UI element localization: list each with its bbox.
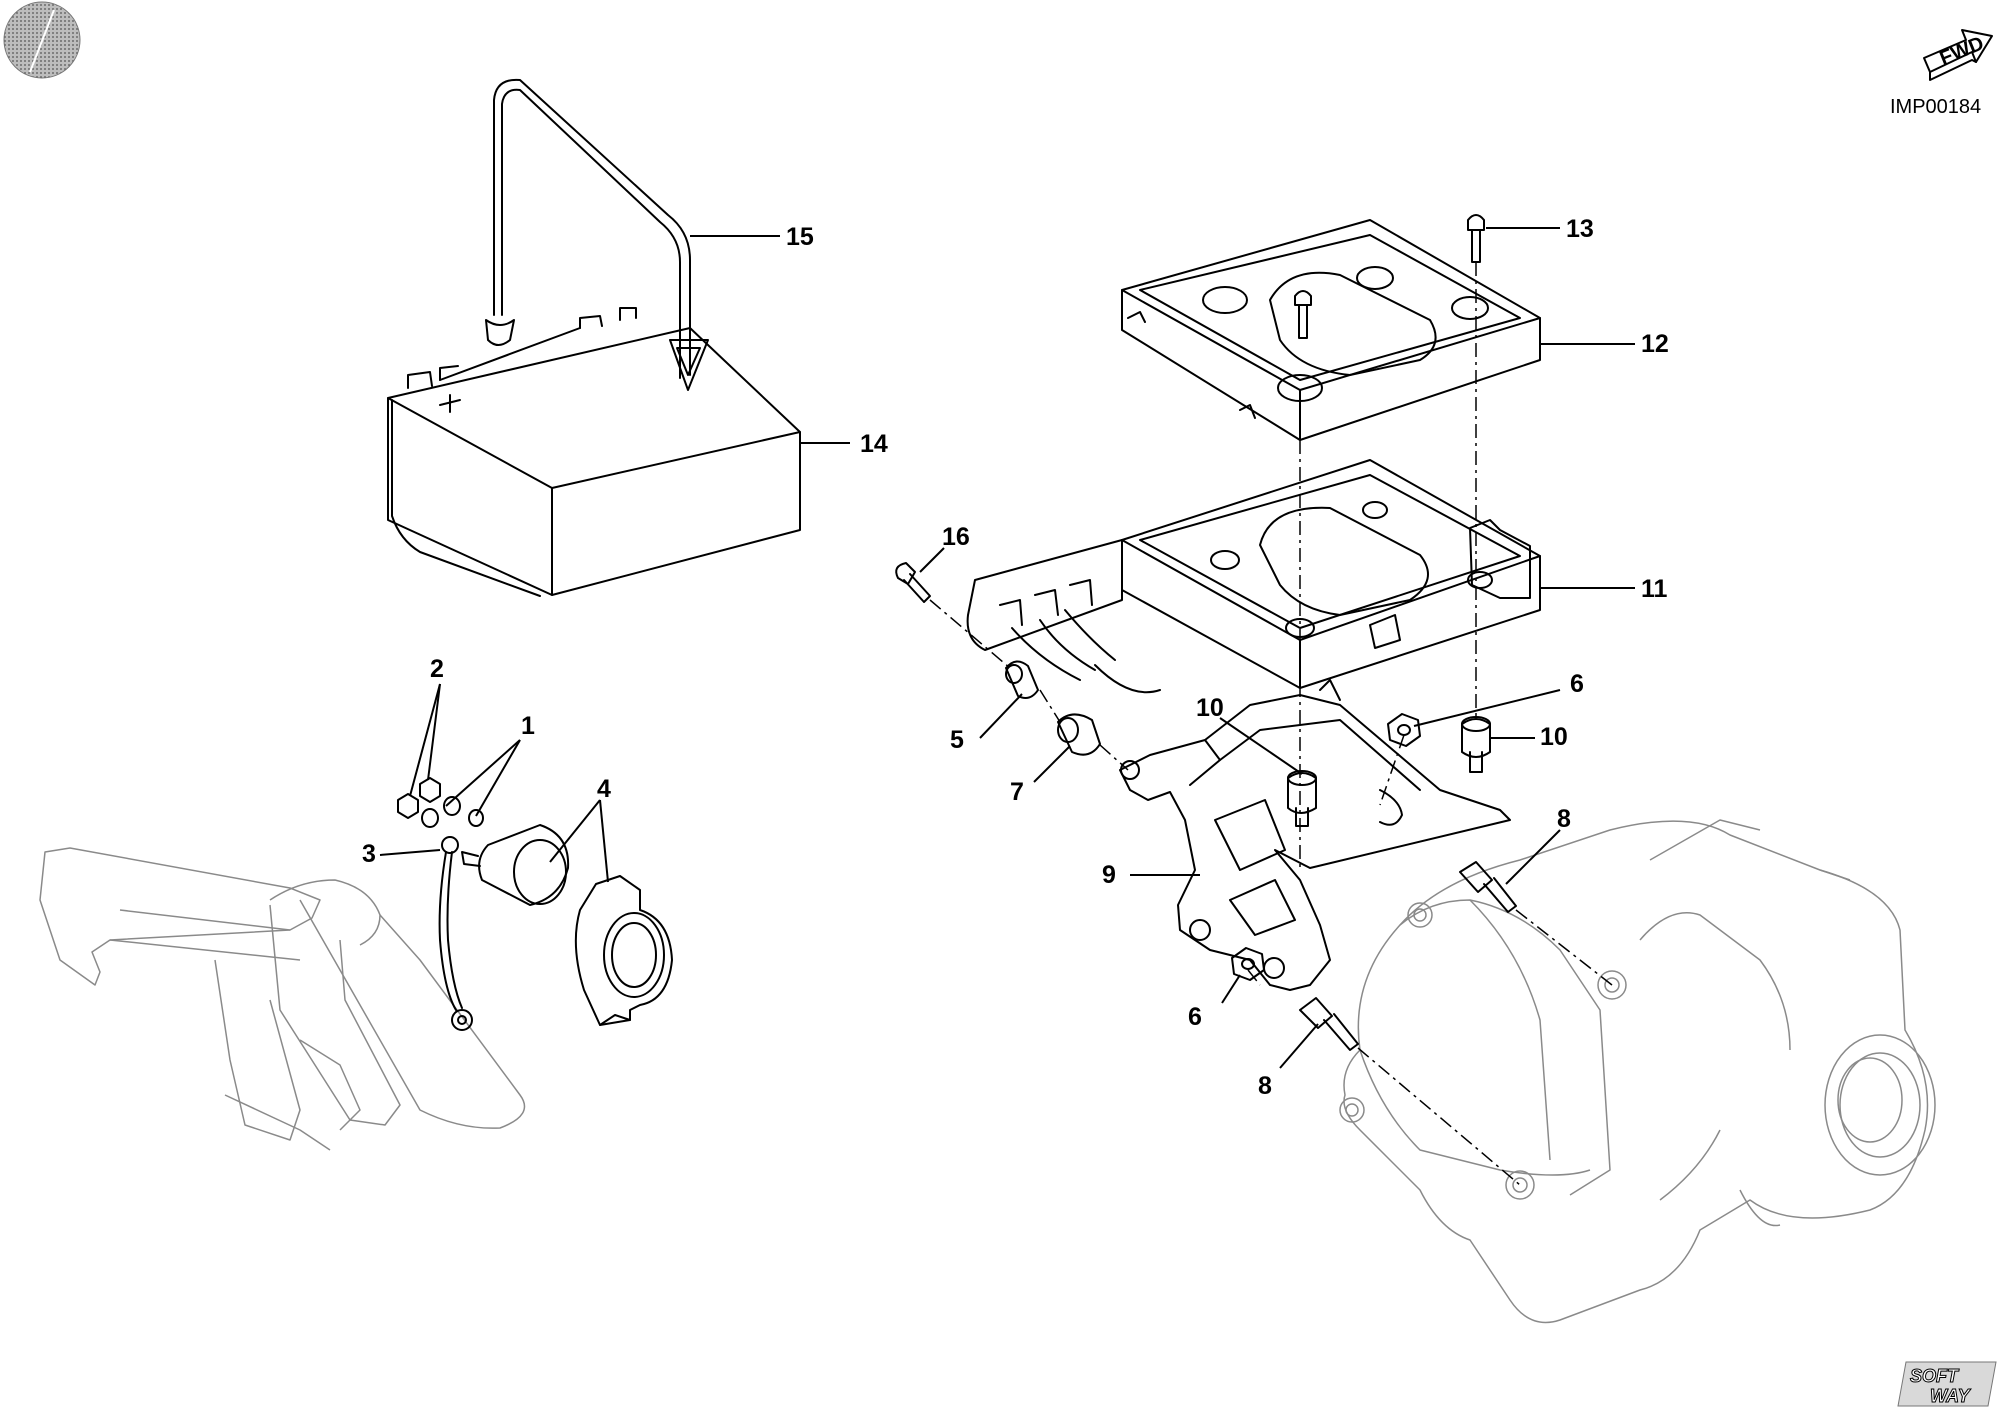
callout-9: 9 — [1102, 861, 1116, 889]
callout-11: 11 — [1641, 575, 1668, 603]
leader-lines — [379, 227, 1635, 1069]
callout-1: 1 — [521, 712, 535, 740]
svg-text:SOFT: SOFT — [1910, 1366, 1960, 1386]
ecu-connector — [966, 539, 1161, 694]
callout-labels: 15 14 13 12 16 11 2 1 6 10 10 5 4 3 7 8 … — [362, 215, 1669, 1100]
callout-4: 4 — [597, 775, 611, 803]
callout-6-lower: 6 — [1188, 1003, 1202, 1031]
callout-8-lower: 8 — [1258, 1072, 1272, 1100]
callout-16: 16 — [942, 523, 970, 551]
callout-13: 13 — [1566, 215, 1594, 243]
nut-small — [397, 777, 441, 819]
hatched-disc-icon — [3, 1, 81, 79]
callout-2: 2 — [430, 655, 444, 683]
forward-arrow-icon: FWD — [1923, 29, 1993, 81]
engine-casing-outline — [1339, 819, 1936, 1324]
nut-upper — [1387, 713, 1421, 747]
support-bracket — [1119, 679, 1511, 991]
capacitor-and-holder — [461, 824, 673, 1026]
ground-cable — [438, 836, 473, 1031]
washer-small — [421, 796, 484, 828]
callout-3: 3 — [362, 840, 376, 868]
screw-mid — [1294, 290, 1312, 339]
nut-lower — [1231, 947, 1265, 981]
callout-12: 12 — [1641, 330, 1669, 358]
spacer-right — [1461, 716, 1491, 773]
callout-7: 7 — [1010, 778, 1024, 806]
svg-text:WAY: WAY — [1930, 1386, 1972, 1406]
battery-strap — [485, 78, 709, 391]
softway-logo-icon: SOFT WAY — [1897, 1361, 1997, 1407]
callout-15: 15 — [786, 223, 814, 251]
callout-6-upper: 6 — [1570, 670, 1584, 698]
frame-tube-outline — [39, 847, 526, 1151]
stud-upper — [1459, 861, 1517, 913]
stud-lower — [1299, 997, 1359, 1051]
drawing-code: IMP00184 — [1890, 96, 1981, 118]
callout-8-upper: 8 — [1557, 805, 1571, 833]
grommet-lower — [1057, 713, 1101, 756]
spacer-left — [1287, 770, 1317, 827]
battery-cover-tray — [1121, 219, 1541, 441]
battery-support-tray — [1121, 459, 1541, 689]
grommet-upper — [1005, 660, 1039, 699]
screw-side — [895, 562, 931, 603]
battery — [387, 307, 801, 597]
callout-14: 14 — [860, 430, 888, 458]
assembly-axes — [929, 262, 1613, 1186]
callout-10-left: 10 — [1196, 694, 1224, 722]
callout-5: 5 — [950, 726, 964, 754]
callout-10-right: 10 — [1540, 723, 1568, 751]
screw-top — [1467, 214, 1485, 263]
